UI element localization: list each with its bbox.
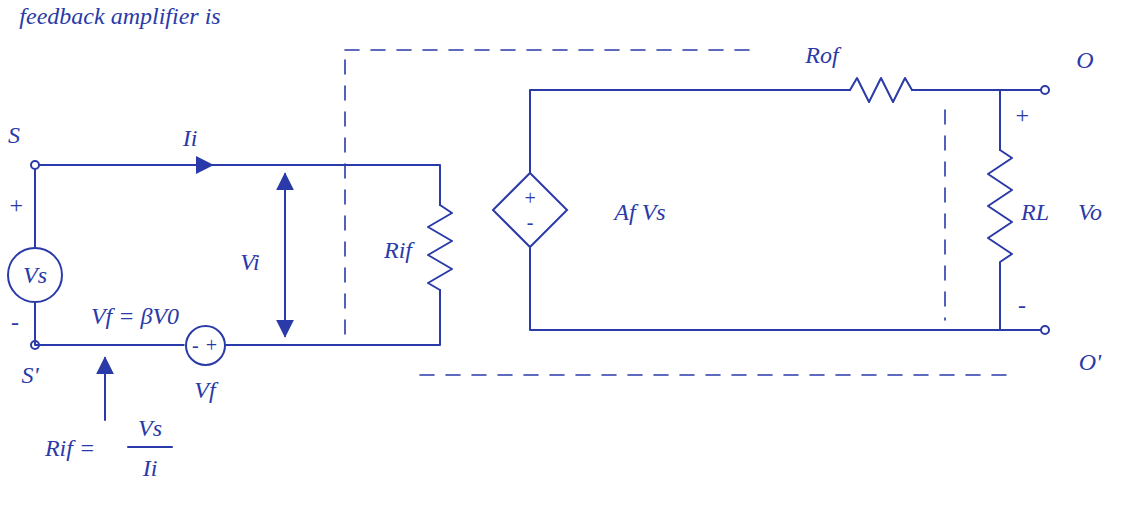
resistor-label: Rof (805, 42, 838, 68)
leader-line (104, 358, 106, 420)
fraction-numerator: Vs (138, 415, 162, 441)
voltage-arrow (284, 174, 286, 336)
current-arrow (170, 164, 212, 166)
dashed-boundary (420, 374, 1010, 376)
dashed-boundary (344, 60, 346, 340)
resistor-label: RL (1021, 199, 1049, 225)
voltage-label: Vf (194, 377, 215, 403)
node-text: Vs (23, 263, 47, 287)
resistor-symbol (428, 205, 452, 290)
terminal-label: O (1076, 47, 1093, 73)
wire-connector (35, 303, 185, 345)
fraction-denominator: Ii (143, 455, 158, 481)
current-label: Ii (183, 125, 198, 151)
node-text: + (523, 188, 537, 208)
wire (530, 248, 1045, 330)
wire (999, 90, 1001, 150)
terminal-label: O' (1079, 349, 1101, 375)
gain-label: Af Vs (614, 199, 665, 225)
dashed-boundary (345, 49, 760, 51)
voltage-label: Vi (240, 249, 260, 275)
terminal-label: S (8, 122, 20, 148)
polarity-sign: + (8, 192, 24, 218)
terminal (1041, 326, 1049, 334)
node-text-group: Vs (23, 263, 47, 287)
dependent-source: +- (492, 172, 568, 248)
wire (530, 90, 850, 172)
wire (912, 89, 1045, 91)
feedback-source: -+ (185, 325, 226, 366)
resistor-label: Rif (384, 237, 412, 263)
node-text: - (527, 212, 534, 232)
voltage-source: Vs (7, 247, 63, 303)
wire (34, 165, 36, 247)
dashed-boundary (944, 110, 946, 320)
node-text: - (192, 335, 199, 355)
equation-label: Rif = (45, 435, 95, 461)
polarity-sign: - (11, 309, 19, 335)
node-text: + (205, 335, 219, 355)
wire (999, 270, 1001, 330)
wire (35, 165, 440, 205)
voltage-label: Vo (1078, 199, 1102, 225)
polarity-sign: + (1014, 102, 1030, 128)
equation-label: Vf = βV0 (91, 303, 179, 329)
terminal (1041, 86, 1049, 94)
wire (225, 290, 440, 345)
resistor-symbol (988, 150, 1012, 270)
polarity-sign: - (1018, 292, 1026, 318)
heading-fragment: feedback amplifier is (19, 3, 220, 29)
fraction-bar (128, 446, 172, 448)
diamond-outline (492, 172, 568, 248)
node-text-group: +- (523, 188, 537, 232)
terminal (31, 161, 39, 169)
terminal-label: S' (21, 362, 38, 388)
node-text-group: -+ (192, 335, 218, 355)
resistor-symbol (850, 78, 912, 102)
